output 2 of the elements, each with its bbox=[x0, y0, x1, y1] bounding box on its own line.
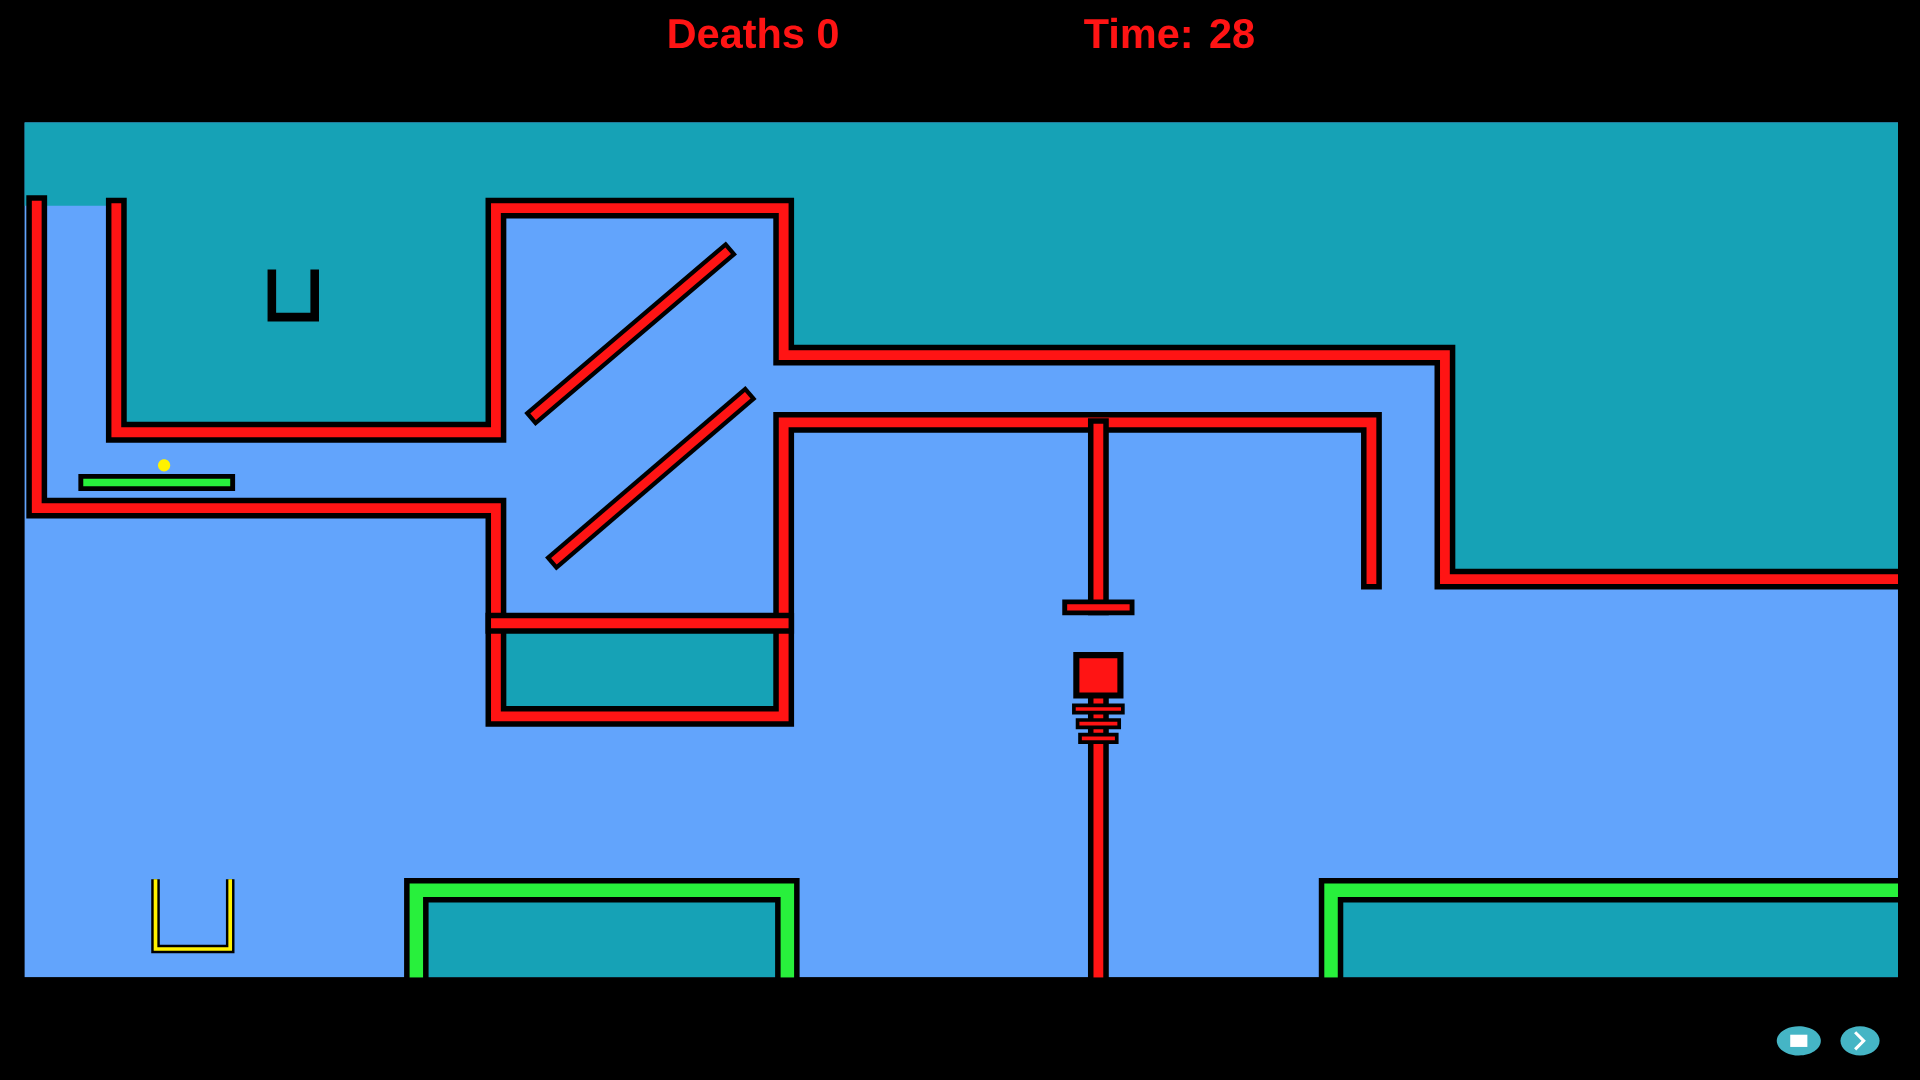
deaths-counter: Deaths 0 bbox=[669, 17, 838, 49]
timer-text: Time: 28 bbox=[1084, 17, 1254, 49]
